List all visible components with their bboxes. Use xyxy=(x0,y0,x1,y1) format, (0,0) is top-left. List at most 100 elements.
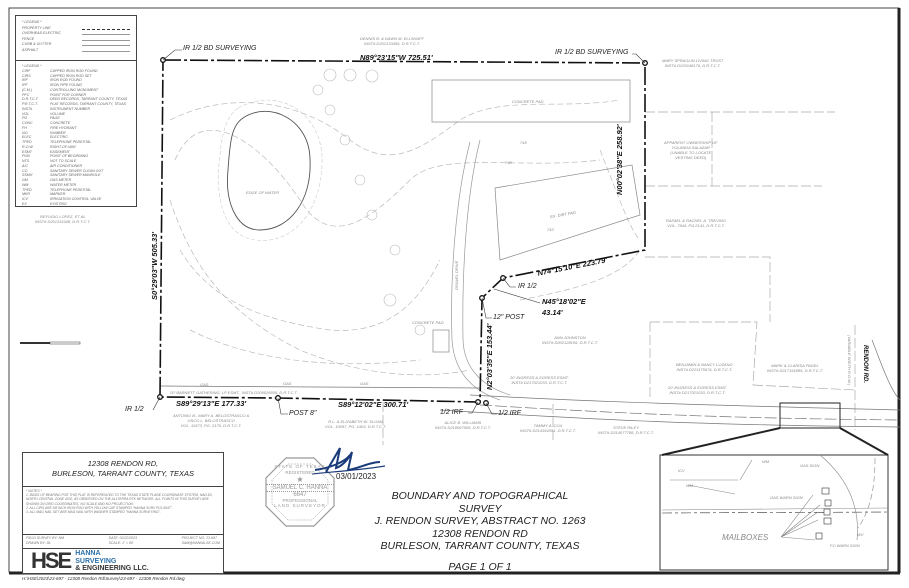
bearing-mid-vertical: N2°03'35"E 153.44' xyxy=(485,323,494,390)
legend-meaning: NUMBER xyxy=(50,130,66,135)
legend-line-label: OVERHEAD ELECTRIC xyxy=(22,31,61,36)
monument-label-post12: 12" POST xyxy=(493,314,525,321)
tree-symbols xyxy=(312,68,426,336)
legend-abbrev: CO xyxy=(22,168,28,173)
legend-line-label: PROPERTY LINE xyxy=(22,25,51,30)
legend-meaning: PLAT RECORDS, TARRANT COUNTY, TEXAS xyxy=(50,102,127,106)
legend-meaning: WATER METER xyxy=(50,182,77,187)
legend-abbrev: ELEC xyxy=(22,135,32,140)
monument-markers xyxy=(157,57,648,406)
seal-land-surveyor: LAND SURVEYOR xyxy=(274,503,326,508)
contour-lines xyxy=(169,99,641,376)
monument-label-irf1: 1/2 IRF xyxy=(440,409,463,416)
gravel-drive-edge xyxy=(451,141,501,401)
legend-abbrev: EX xyxy=(22,201,27,206)
legend-meaning: IRON PIPE FOUND xyxy=(50,83,82,87)
date: DATE: 02/22/2023 xyxy=(108,536,138,540)
monument-label-ir-half: IR 1/2 xyxy=(518,283,537,290)
legend-abbrev: ESMT xyxy=(22,149,32,154)
inset-label: GAS SIGN xyxy=(800,463,820,468)
monument-label-ne: IR 1/2 BD SURVEYING xyxy=(555,49,629,56)
legend-meaning: CAPPED IRON ROD SET xyxy=(50,73,92,78)
legend-meaning: RIGHT-OF-WAY xyxy=(50,144,77,149)
signature-date: 03/01/2023 xyxy=(336,472,377,481)
inset-frame xyxy=(659,454,889,571)
title-line-2: J. RENDON SURVEY, ABSTRACT NO. 1263 xyxy=(374,515,586,527)
legend-line-label: ASPHALT xyxy=(22,47,39,52)
legend-meaning: TELEPHONE PEDESTAL xyxy=(50,187,92,192)
legend-line-item: PROPERTY LINE xyxy=(22,26,130,32)
seal-text: STATE OF TEXAS REGISTERED ★ SAMUEL C. HA… xyxy=(266,458,334,526)
legend-abbrev-item: (C.M.)CONTROLLING MONUMENT xyxy=(22,88,130,93)
legend-meaning: INSTRUMENT NUMBER xyxy=(50,106,91,111)
email: SAM@HANNA-SE.COM xyxy=(181,541,220,545)
seal-state: STATE OF TEXAS xyxy=(274,464,326,469)
pond-outline xyxy=(227,110,311,231)
legend-meaning: CAPPED IRON ROD FOUND xyxy=(50,68,98,73)
bearing-south-east: S89°12'02"E 300.71' xyxy=(338,400,409,409)
contour-label: 743 xyxy=(547,227,554,232)
legend-abbrev: WM xyxy=(22,182,29,187)
legend-abbrev: NTS xyxy=(22,159,30,163)
inset-connector xyxy=(661,427,889,456)
legend-abbrev: MKR xyxy=(22,192,30,197)
legend-abbrev: CIRF xyxy=(22,68,31,73)
concrete-pad-label: CONCRETE PAD xyxy=(512,99,544,104)
legend-abbrev: D.R.T.C.T. xyxy=(22,97,39,102)
legend-abbrev: PG xyxy=(22,116,28,121)
file-path: H:\HSE\2023\23-697 - 12308 Rendon Rd\Sur… xyxy=(22,576,185,581)
legend-meaning: GAS METER xyxy=(50,178,72,182)
legend-meaning: AIR CONDITIONER xyxy=(50,163,83,168)
mailboxes-label: MAILBOXES xyxy=(722,533,769,542)
notes-title: * NOTES * xyxy=(26,489,42,493)
inset-label: WM xyxy=(762,459,770,464)
legend-meaning: SANITARY SEWER MANHOLE xyxy=(50,173,101,178)
owner-trevino: RAFAEL & RACHEL A. TREVINO VOL. 7944, PG… xyxy=(666,218,726,228)
legend-abbrev: ET AL xyxy=(22,207,50,208)
scale-bar xyxy=(20,341,81,345)
dirt-pad xyxy=(494,164,641,261)
company-logo: HSE HANNA SURVEYING & ENGINEERING LLC. xyxy=(23,549,223,574)
legend-line-symbol xyxy=(82,28,130,30)
gravel-drive-label: GRAVEL DRIVE xyxy=(454,260,459,290)
owner-west: REFUGIO LOPEZ, ET AL INST# D201311948, D… xyxy=(35,214,91,224)
title-block: 12308 RENDON RD, BURLESON, TARRANT COUNT… xyxy=(22,452,224,574)
bearing-short-diagonal: N45°18'02"E xyxy=(542,297,586,306)
small-pad-label: CONCRETE PAD xyxy=(412,320,444,325)
seal-star-icon: ★ xyxy=(296,475,304,484)
legend-line-symbol xyxy=(82,45,130,47)
legend-abbrev-item: WM WATER METER xyxy=(22,183,130,188)
legend-abbrev-item: TPED TELEPHONE PEDESTAL xyxy=(22,188,130,193)
title-line-1: BOUNDARY AND TOPOGRAPHICAL SURVEY xyxy=(391,490,569,515)
gas-line-label: GAS xyxy=(360,381,369,386)
legend-abbrev: (C.M.) xyxy=(22,87,32,92)
seal-professional: PROFESSIONAL xyxy=(282,498,318,503)
legend-meaning: ELECTRIC xyxy=(50,135,68,140)
owner-riley: STEVE RILEY INST# D214077788, D.R.T.C.T. xyxy=(598,425,654,435)
gas-line-label: GAS xyxy=(283,381,292,386)
legend-abbrev-item: CIRF CAPPED IRON ROD FOUND xyxy=(22,69,130,74)
title-line-4: BURLESON, TARRANT COUNTY, TEXAS xyxy=(380,540,580,552)
company-line-3: & ENGINEERING LLC. xyxy=(75,565,149,572)
legend-abbrev-item: NO. NUMBER xyxy=(22,131,130,136)
legend-line-item: CURB & GUTTER xyxy=(22,42,130,48)
legend-abbrev: SSMH xyxy=(22,173,33,178)
legend-abbrev: TPED xyxy=(22,187,32,192)
owner-cox: TAMMY A. COX INST# D214164351, D.R.T.C.T… xyxy=(520,423,576,433)
legend-abbrev: INST# xyxy=(22,106,33,111)
legend-abbrev: NO. xyxy=(22,130,29,135)
